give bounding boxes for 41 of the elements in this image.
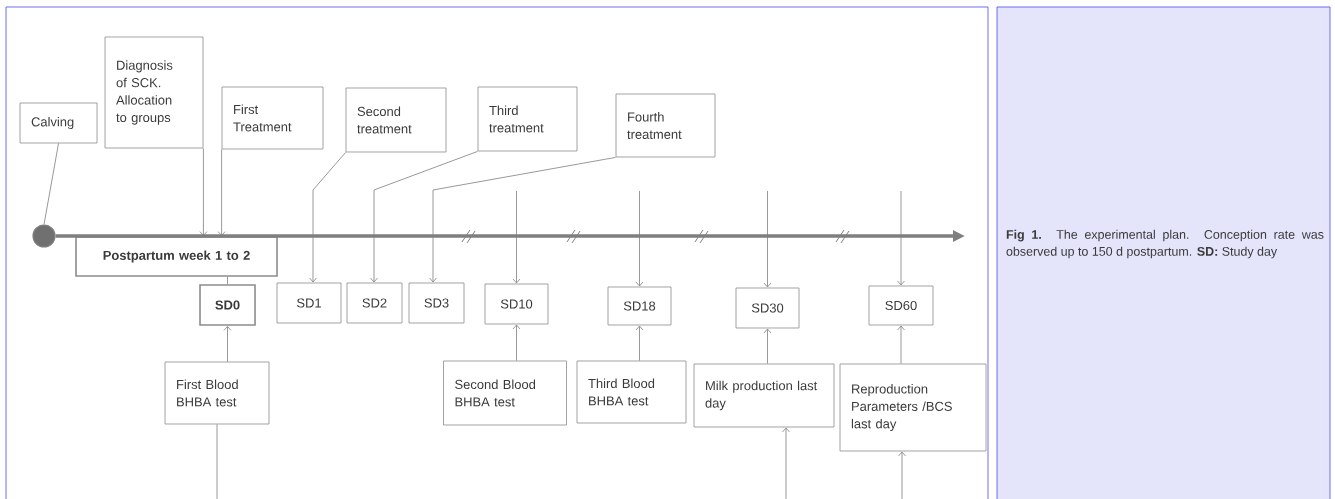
timeline-start-dot — [32, 224, 56, 248]
arrow — [763, 190, 772, 288]
study-day-box: SD1 — [276, 282, 342, 324]
event-box: Reproduction Parameters /BCS last day — [839, 363, 987, 452]
arrow — [223, 326, 232, 362]
arrow — [217, 149, 226, 236]
connector-line — [227, 276, 228, 285]
study-day-box: SD3 — [408, 282, 465, 324]
arrow — [429, 157, 616, 283]
event-box: Calving — [19, 102, 98, 144]
study-day-box: SD0 — [199, 284, 256, 326]
arrow — [512, 324, 521, 361]
study-day-box: SD18 — [607, 286, 672, 326]
arrow — [782, 427, 790, 499]
connector-line — [216, 424, 218, 499]
arrow — [898, 451, 906, 499]
study-day-box: SD2 — [346, 282, 403, 324]
arrow — [763, 328, 772, 364]
arrow — [897, 190, 905, 286]
event-box: Second treatment — [345, 87, 447, 153]
event-box: Milk production last day — [693, 363, 835, 428]
arrow — [370, 151, 478, 283]
study-day-box: SD60 — [868, 285, 934, 326]
event-box: Second Blood BHBA test — [443, 360, 567, 426]
arrow — [635, 190, 644, 287]
event-box: Fourth treatment — [615, 93, 716, 158]
study-day-box: SD30 — [735, 287, 800, 329]
arrow — [635, 325, 644, 361]
caption: Fig 1. The experimental plan. Conception rate was observed up to 150 d postpartum. SD: Study day — [1006, 229, 1324, 259]
arrow — [897, 325, 905, 364]
arrow — [512, 190, 521, 284]
connector-line — [43, 143, 59, 225]
period-box: Postpartum week 1 to 2 — [75, 236, 278, 277]
study-day-box: SD10 — [484, 283, 549, 325]
arrow — [309, 152, 346, 283]
arrow — [199, 148, 208, 236]
event-box: First Blood BHBA test — [164, 361, 270, 425]
event-box: Diagnosis of SCK. Allocation to groups — [104, 36, 204, 149]
event-box: First Treatment — [221, 86, 324, 150]
event-box: Third Blood BHBA test — [576, 360, 687, 424]
event-box: Third treatment — [477, 86, 578, 152]
